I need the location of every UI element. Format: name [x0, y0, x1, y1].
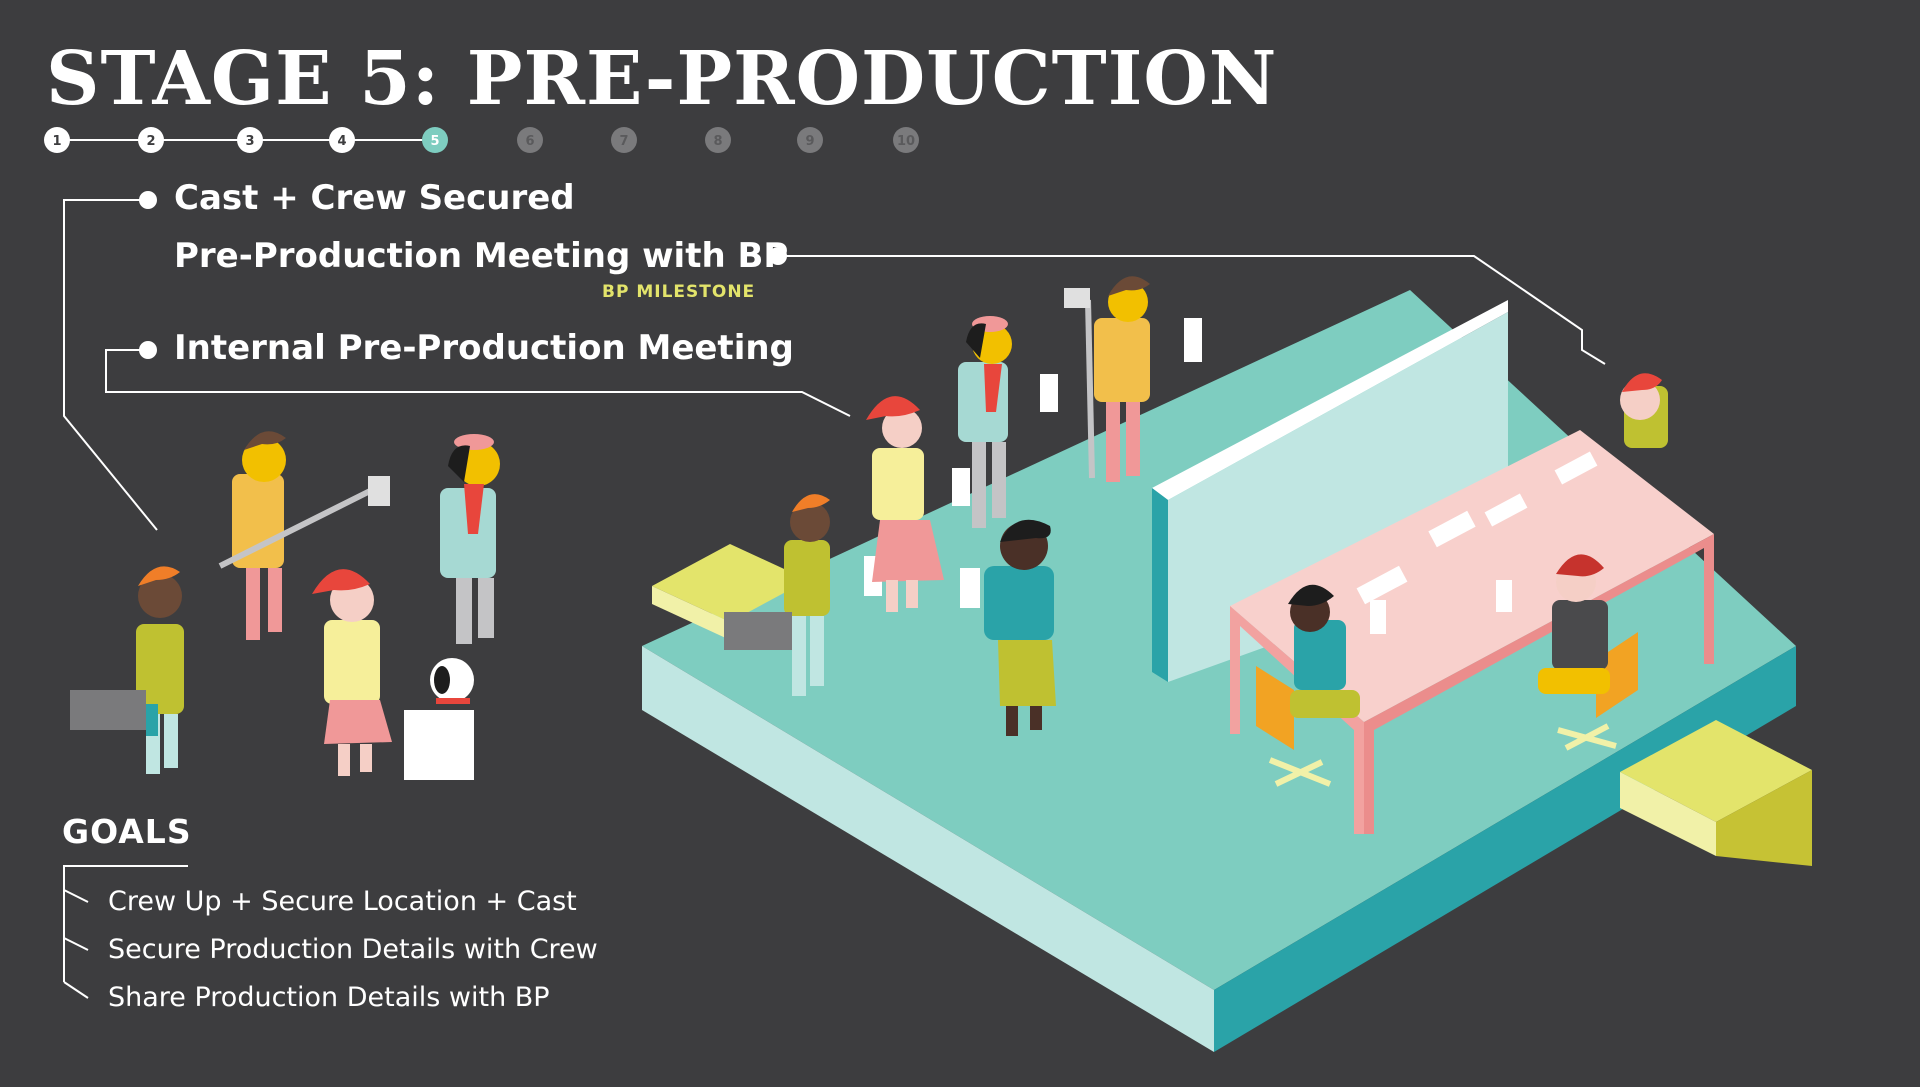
person-seated-redhead-top [1620, 373, 1668, 448]
connector-bp-meeting [778, 255, 1606, 365]
person-seated-left [1288, 584, 1386, 718]
person-camera-operator [724, 494, 882, 696]
step-5-label: 5 [430, 134, 439, 149]
person-left-camera-operator [70, 566, 184, 774]
step-3-label: 3 [245, 134, 254, 149]
step-6-label: 6 [525, 134, 534, 149]
meeting-table [1230, 430, 1714, 834]
step-2-dot [138, 127, 164, 153]
step-1-label: 1 [52, 134, 61, 149]
step-7-label: 7 [619, 134, 628, 149]
goals-bracket [63, 865, 188, 999]
step-8-label: 8 [713, 134, 722, 149]
bp-milestone-tag: BP MILESTONE [602, 282, 756, 302]
yellow-step-left [652, 544, 808, 640]
person-curly-hair-platform [960, 519, 1056, 736]
step-10-dot [893, 127, 919, 153]
step-4-label: 4 [337, 134, 346, 149]
milestone-dot-cast [139, 191, 157, 209]
person-left-red-ponytail [312, 569, 392, 776]
page-title: STAGE 5: PRE-PRODUCTION [46, 36, 1278, 122]
connector-cast [63, 199, 158, 531]
person-boom-operator [1064, 276, 1202, 482]
step-9-dot [797, 127, 823, 153]
person-left-boom-operator [218, 431, 390, 640]
person-seated-right [1496, 554, 1610, 694]
goal-item-2: Secure Production Details with Crew [108, 934, 598, 965]
milestone-dot-internal [139, 341, 157, 359]
person-beret-scarf [958, 316, 1058, 528]
step-6-dot [517, 127, 543, 153]
step-3-dot [237, 127, 263, 153]
step-9-label: 9 [805, 134, 814, 149]
step-7-dot [611, 127, 637, 153]
person-left-beret-scarf [440, 434, 500, 644]
step-1-dot [44, 127, 70, 153]
step-5-dot [422, 127, 448, 153]
step-2-label: 2 [146, 134, 155, 149]
chair-left [1256, 666, 1332, 787]
connector-internal [105, 349, 851, 417]
goal-item-3: Share Production Details with BP [108, 982, 550, 1013]
milestone-dot-bp [769, 247, 787, 265]
goals-heading: GOALS [62, 812, 192, 851]
goal-item-1: Crew Up + Secure Location + Cast [108, 886, 577, 917]
milestone-internal-meeting: Internal Pre-Production Meeting [174, 328, 794, 368]
person-red-ponytail [866, 396, 970, 612]
dog-icon [404, 658, 474, 780]
milestone-bp-meeting: Pre-Production Meeting with BP [174, 236, 789, 276]
milestone-cast-crew: Cast + Crew Secured [174, 178, 575, 218]
step-8-dot [705, 127, 731, 153]
step-4-dot [329, 127, 355, 153]
step-10-label: 10 [897, 134, 915, 149]
yellow-step-right [1620, 720, 1812, 866]
